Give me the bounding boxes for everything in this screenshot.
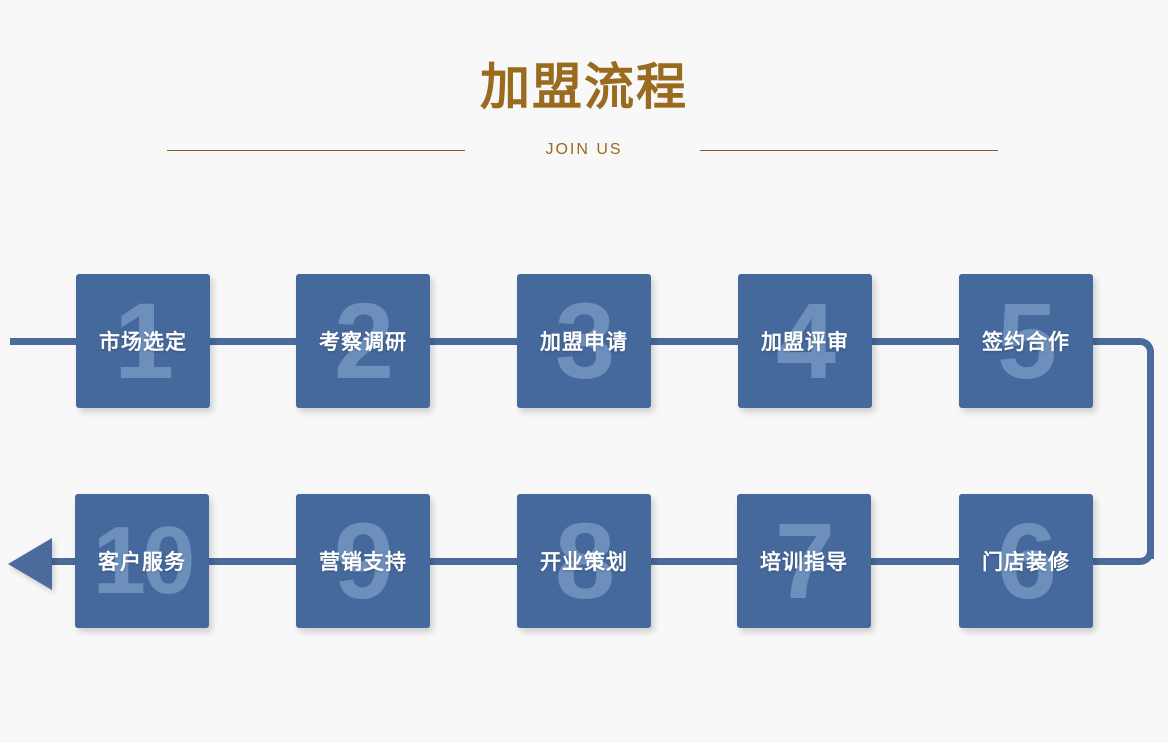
flow-step-3[interactable]: 3 加盟申请 xyxy=(517,274,651,408)
flow-step-2-number: 2 xyxy=(333,280,394,401)
flow-step-9-label: 营销支持 xyxy=(319,551,407,574)
flow-step-5-number: 5 xyxy=(996,280,1057,401)
flow-step-4-number: 4 xyxy=(775,280,836,401)
flow-step-6-number: 6 xyxy=(996,500,1057,621)
connector-line-8-9 xyxy=(424,558,524,565)
connector-line-1-2 xyxy=(204,338,302,345)
connector-line-7-8 xyxy=(645,558,743,565)
connector-line-5-turn xyxy=(1087,338,1141,345)
flow-step-7[interactable]: 7 培训指导 xyxy=(737,494,871,628)
connector-line-right-vertical xyxy=(1147,352,1154,559)
page-subtitle: JOIN US xyxy=(545,141,623,158)
flow-step-4-label: 加盟评审 xyxy=(761,331,849,354)
connector-elbow-bottom-right xyxy=(1134,545,1154,565)
flow-end-arrow-icon xyxy=(8,538,52,590)
flow-step-9-number: 9 xyxy=(333,500,394,621)
flow-step-4[interactable]: 4 加盟评审 xyxy=(738,274,872,408)
connector-line-turn-6 xyxy=(1087,558,1141,565)
flow-step-1[interactable]: 1 市场选定 xyxy=(76,274,210,408)
flow-step-3-label: 加盟申请 xyxy=(540,331,628,354)
connector-line-3-4 xyxy=(645,338,743,345)
flow-step-7-label: 培训指导 xyxy=(760,551,848,574)
flow-step-2-label: 考察调研 xyxy=(319,331,407,354)
page-title: 加盟流程 xyxy=(480,59,688,115)
connector-line-2-3 xyxy=(424,338,524,345)
flow-step-10[interactable]: 10 客户服务 xyxy=(75,494,209,628)
flow-step-1-number: 1 xyxy=(113,280,174,401)
flow-step-8-label: 开业策划 xyxy=(540,551,628,574)
flow-step-6-label: 门店装修 xyxy=(982,551,1070,574)
flow-step-10-number: 10 xyxy=(92,507,196,614)
flow-step-10-label: 客户服务 xyxy=(98,551,186,574)
title-divider-left xyxy=(167,150,465,151)
flow-step-3-number: 3 xyxy=(554,280,615,401)
connector-line-4-5 xyxy=(866,338,966,345)
flow-step-1-label: 市场选定 xyxy=(99,331,187,354)
flow-step-8-number: 8 xyxy=(554,500,615,621)
connector-line-entry-top xyxy=(10,338,82,345)
flow-step-6[interactable]: 6 门店装修 xyxy=(959,494,1093,628)
flow-step-7-number: 7 xyxy=(774,500,835,621)
title-divider-right xyxy=(700,150,998,151)
connector-line-6-7 xyxy=(866,558,966,565)
flow-step-8[interactable]: 8 开业策划 xyxy=(517,494,651,628)
connector-line-10-exit xyxy=(44,558,86,565)
flow-step-2[interactable]: 2 考察调研 xyxy=(296,274,430,408)
connector-line-9-10 xyxy=(204,558,302,565)
flow-step-9[interactable]: 9 营销支持 xyxy=(296,494,430,628)
connector-elbow-top-right xyxy=(1134,338,1154,358)
flow-step-5-label: 签约合作 xyxy=(982,331,1070,354)
flow-step-5[interactable]: 5 签约合作 xyxy=(959,274,1093,408)
page-header: 加盟流程 JOIN US xyxy=(0,0,1168,200)
